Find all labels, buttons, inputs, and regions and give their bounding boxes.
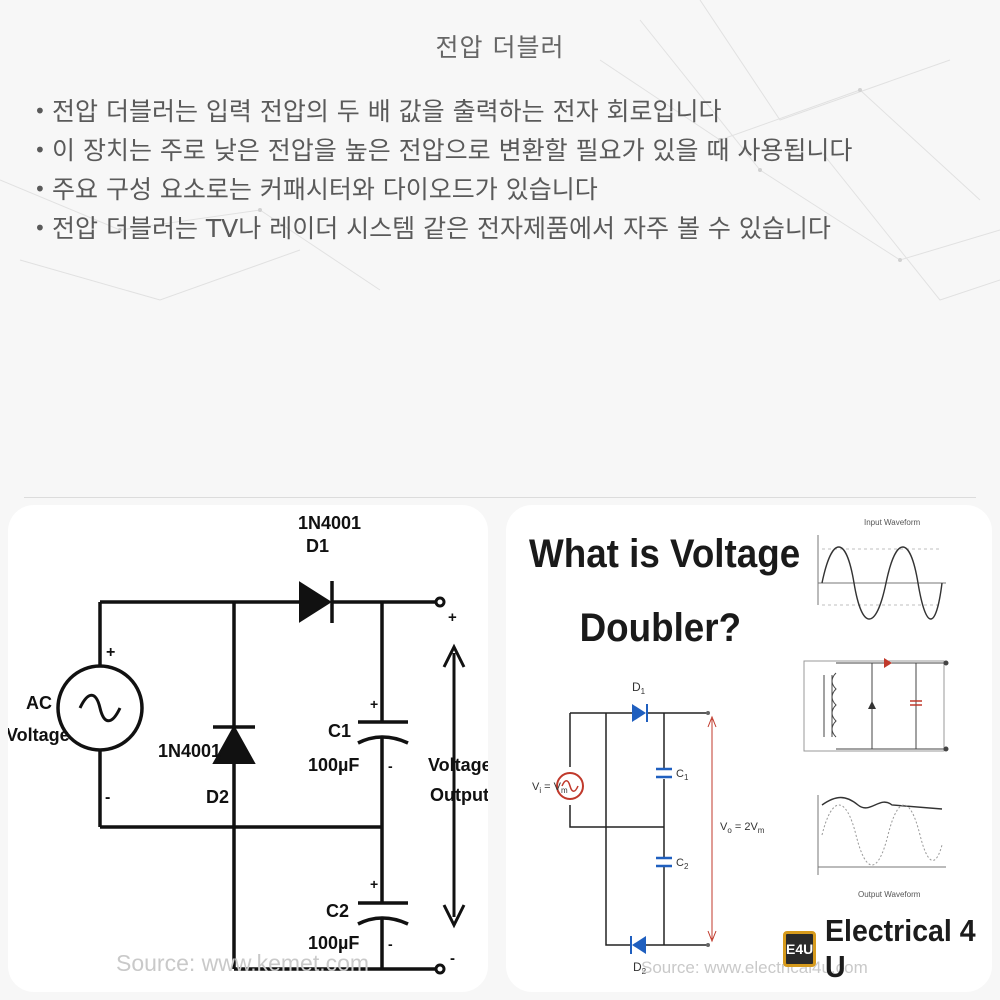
c2-value-label: 100µF <box>308 933 359 953</box>
input-waveform-title: Input Waveform <box>864 518 921 527</box>
bullet-dot: • <box>34 99 46 123</box>
page-title: 전압 더블러 <box>435 33 565 62</box>
d1-part-label: 1N4001 <box>298 513 361 533</box>
output-label-2: Output <box>430 785 488 805</box>
voltage-label: Voltage <box>8 725 70 745</box>
vin-label: Vi = Vm <box>532 781 568 795</box>
bullet-dot: • <box>34 177 46 201</box>
vout-label: Vo = 2Vm <box>720 821 765 835</box>
ac-label: AC <box>26 693 52 713</box>
d1-small-label: D1 <box>632 680 646 696</box>
left-source-credit: Source: www.kemet.com <box>116 950 370 976</box>
bullet-item: •주요 구성 요소로는 커패시터와 다이오드가 있습니다 <box>34 170 994 209</box>
c1-name-label: C1 <box>328 721 351 741</box>
bullet-dot: • <box>34 216 46 240</box>
d1-name-label: D1 <box>306 536 329 556</box>
source-plus: + <box>106 644 115 661</box>
thumbnail-heading-line1: What is Voltage <box>529 532 800 577</box>
electrical4u-thumbnail: What is Voltage Doubler? Vi = Vm <box>529 518 949 976</box>
bullet-item: •전압 더블러는 입력 전압의 두 배 값을 출력하는 전자 회로입니다 <box>34 92 994 131</box>
e4u-chip-icon: E4U <box>783 931 817 967</box>
bullet-list: •전압 더블러는 입력 전압의 두 배 값을 출력하는 전자 회로입니다 •이 … <box>34 92 994 248</box>
output-label: Voltage <box>428 755 488 775</box>
doubler-schematic-detail <box>803 658 949 752</box>
d2-part-label: 1N4001 <box>158 741 221 761</box>
bullet-text: 전압 더블러는 TV나 레이더 시스템 같은 전자제품에서 자주 볼 수 있습니… <box>52 214 831 243</box>
c2-plus: + <box>370 876 378 892</box>
input-waveform: Input Waveform <box>817 518 946 620</box>
output-plus: + <box>448 609 457 626</box>
thumbnail-heading-line2: Doubler? <box>580 606 741 651</box>
electrical4u-logo: E4U Electrical 4 U <box>783 913 1000 985</box>
bullet-dot: • <box>34 138 46 162</box>
d2-name-label: D2 <box>206 787 229 807</box>
bullet-text: 이 장치는 주로 낮은 전압을 높은 전압으로 변환할 필요가 있을 때 사용됩… <box>52 136 853 165</box>
c1-value-label: 100µF <box>308 755 359 775</box>
section-divider <box>24 497 976 498</box>
source-minus: - <box>105 789 110 806</box>
bullet-item: •이 장치는 주로 낮은 전압을 높은 전압으로 변환할 필요가 있을 때 사용… <box>34 131 994 170</box>
output-waveform-title: Output Waveform <box>858 890 921 899</box>
output-minus: - <box>450 950 455 967</box>
voltage-doubler-schematic: 1N4001 D1 AC Voltage + - 1N4001 D2 + C1 … <box>8 513 488 975</box>
output-waveform: Output Waveform <box>817 795 946 899</box>
d2-small-label: D2 <box>633 960 647 976</box>
c2-minus: - <box>388 936 393 952</box>
bullet-item: •전압 더블러는 TV나 레이더 시스템 같은 전자제품에서 자주 볼 수 있습… <box>34 209 994 248</box>
c2-name-label: C2 <box>326 901 349 921</box>
c1-plus: + <box>370 696 378 712</box>
c1-small-label: C1 <box>676 768 689 782</box>
c2-small-label: C2 <box>676 857 689 871</box>
c1-minus: - <box>388 758 393 774</box>
bullet-text: 주요 구성 요소로는 커패시터와 다이오드가 있습니다 <box>52 175 598 204</box>
voltage-doubler-schematic-card: 1N4001 D1 AC Voltage + - 1N4001 D2 + C1 … <box>8 505 488 992</box>
brand-name: Electrical 4 U <box>825 913 976 984</box>
bullet-text: 전압 더블러는 입력 전압의 두 배 값을 출력하는 전자 회로입니다 <box>52 97 722 126</box>
background-texture <box>0 0 1000 301</box>
electrical4u-thumbnail-card: What is Voltage Doubler? Vi = Vm <box>506 505 992 992</box>
